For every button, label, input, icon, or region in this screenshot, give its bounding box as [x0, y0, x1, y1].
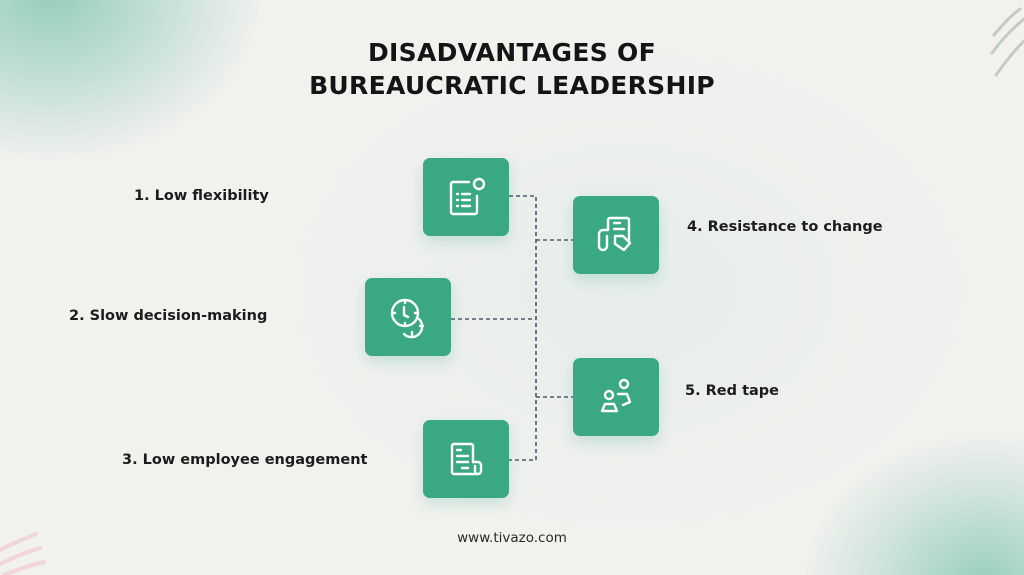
checklist-document-icon [449, 177, 486, 216]
document-tag-icon [597, 216, 632, 252]
item-label-low-employee-engagement: 3. Low employee engagement [122, 452, 368, 468]
item-label-slow-decision-making: 2. Slow decision-making [69, 308, 268, 324]
clocks-icon [390, 298, 425, 339]
background-gradient-bottom-right [804, 435, 1024, 575]
item-box-low-flexibility [423, 158, 509, 236]
document-scroll-icon [450, 442, 483, 476]
item-box-red-tape [573, 358, 659, 436]
page-title: DISADVANTAGES OF BUREAUCRATIC LEADERSHIP [0, 36, 1024, 102]
item-label-resistance-to-change: 4. Resistance to change [687, 219, 883, 235]
item-label-low-flexibility: 1. Low flexibility [134, 188, 269, 204]
item-box-slow-decision-making [365, 278, 451, 356]
item-box-resistance-to-change [573, 196, 659, 274]
people-icon [600, 378, 632, 413]
scribble-decoration-bottom-left [0, 532, 46, 575]
footer-website: www.tivazo.com [457, 530, 567, 546]
item-label-red-tape: 5. Red tape [685, 383, 780, 399]
title-line-2: BUREAUCRATIC LEADERSHIP [309, 71, 715, 100]
item-box-low-employee-engagement [423, 420, 509, 498]
title-line-1: DISADVANTAGES OF [368, 38, 656, 67]
